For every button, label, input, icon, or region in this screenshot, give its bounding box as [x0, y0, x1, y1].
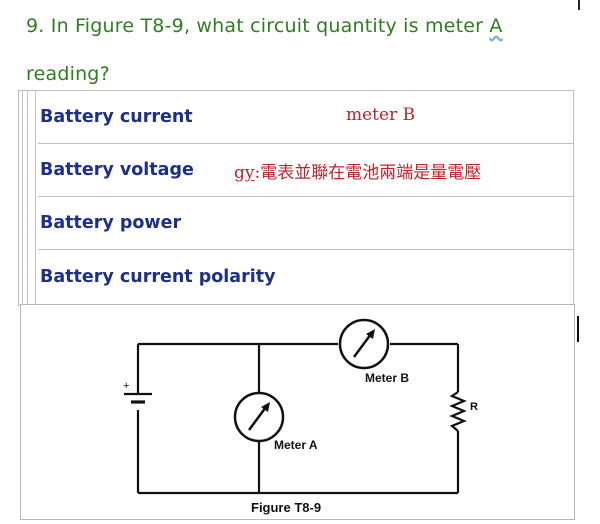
resistor-label: R — [470, 401, 478, 413]
meter-a-label: Meter A — [274, 438, 318, 452]
meter-b-label: Meter B — [365, 371, 409, 385]
annotation-meter-b: meter B — [346, 105, 416, 125]
option-label: Battery current polarity — [40, 267, 276, 287]
answer-options-table: Battery current meter B Battery voltage … — [18, 90, 574, 306]
option-battery-current-polarity[interactable]: Battery current polarity — [38, 250, 573, 304]
option-label: Battery current — [40, 107, 193, 127]
option-battery-current[interactable]: Battery current meter B — [38, 91, 573, 144]
annotation-explanation: gy:電表並聯在電池兩端是量電壓 — [234, 163, 482, 183]
meter-a-icon — [233, 391, 285, 443]
question-line-1: 9. In Figure T8-9, what circuit quantity… — [26, 15, 503, 37]
option-label: Battery power — [40, 213, 182, 233]
battery-plus-label: + — [123, 380, 129, 392]
table-gutter-line — [22, 91, 23, 305]
option-label: Battery voltage — [40, 160, 194, 180]
resistor-symbol — [449, 391, 467, 432]
table-gutter-line — [27, 91, 28, 305]
option-battery-power[interactable]: Battery power — [38, 197, 573, 250]
margin-mark — [577, 316, 579, 342]
meter-b-icon — [338, 318, 390, 370]
circuit-diagram: + Meter B Meter A R Figure T8-9 — [123, 318, 478, 515]
question-line-2: reading? — [26, 63, 110, 85]
battery-symbol — [124, 392, 152, 404]
margin-mark — [578, 0, 580, 10]
circuit-figure: + Meter B Meter A R Figure T8-9 — [20, 304, 575, 520]
figure-caption: Figure T8-9 — [251, 500, 321, 515]
underlined-word: A — [489, 15, 503, 37]
question-text: 9. In Figure T8-9, what circuit quantity… — [26, 2, 586, 98]
table-gutter-line — [35, 91, 36, 305]
option-battery-voltage[interactable]: Battery voltage gy:電表並聯在電池兩端是量電壓 — [38, 144, 573, 197]
